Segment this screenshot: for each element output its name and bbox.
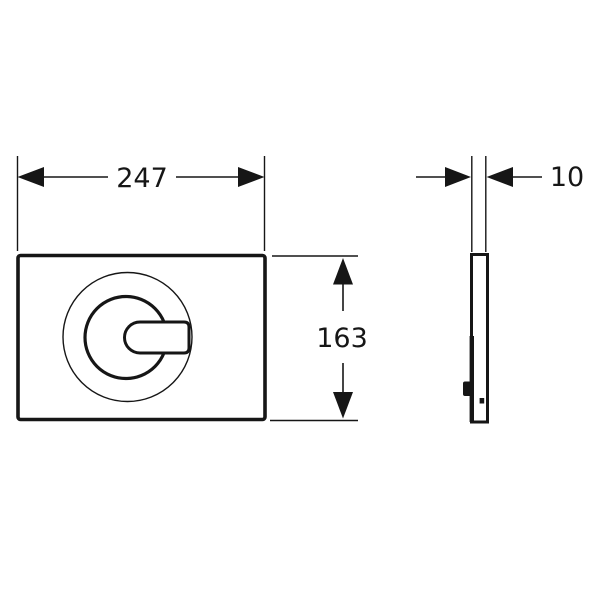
side-view [463,253,489,424]
outer-ring [62,271,193,403]
width-dimension-label: 247 [116,163,168,194]
arrowhead-inward-right-icon [445,167,471,187]
dimension-width: 247 [16,156,266,251]
height-dimension-label: 163 [316,323,368,354]
front-view [16,253,267,422]
depth-dimension-label: 10 [550,162,584,193]
arrowhead-up-icon [333,258,353,285]
arrowhead-down-icon [333,392,353,419]
arrowhead-left-icon [17,167,44,187]
side-profile-lower-edge [469,336,474,422]
side-profile-inner-step [479,398,485,404]
dimension-height: 163 [270,255,368,422]
flush-button-lever [123,320,191,355]
dimension-depth: 10 [416,156,584,252]
arrowhead-inward-left-icon [486,167,513,187]
side-profile-clip-bump [463,381,474,396]
arrowhead-right-icon [238,167,265,187]
